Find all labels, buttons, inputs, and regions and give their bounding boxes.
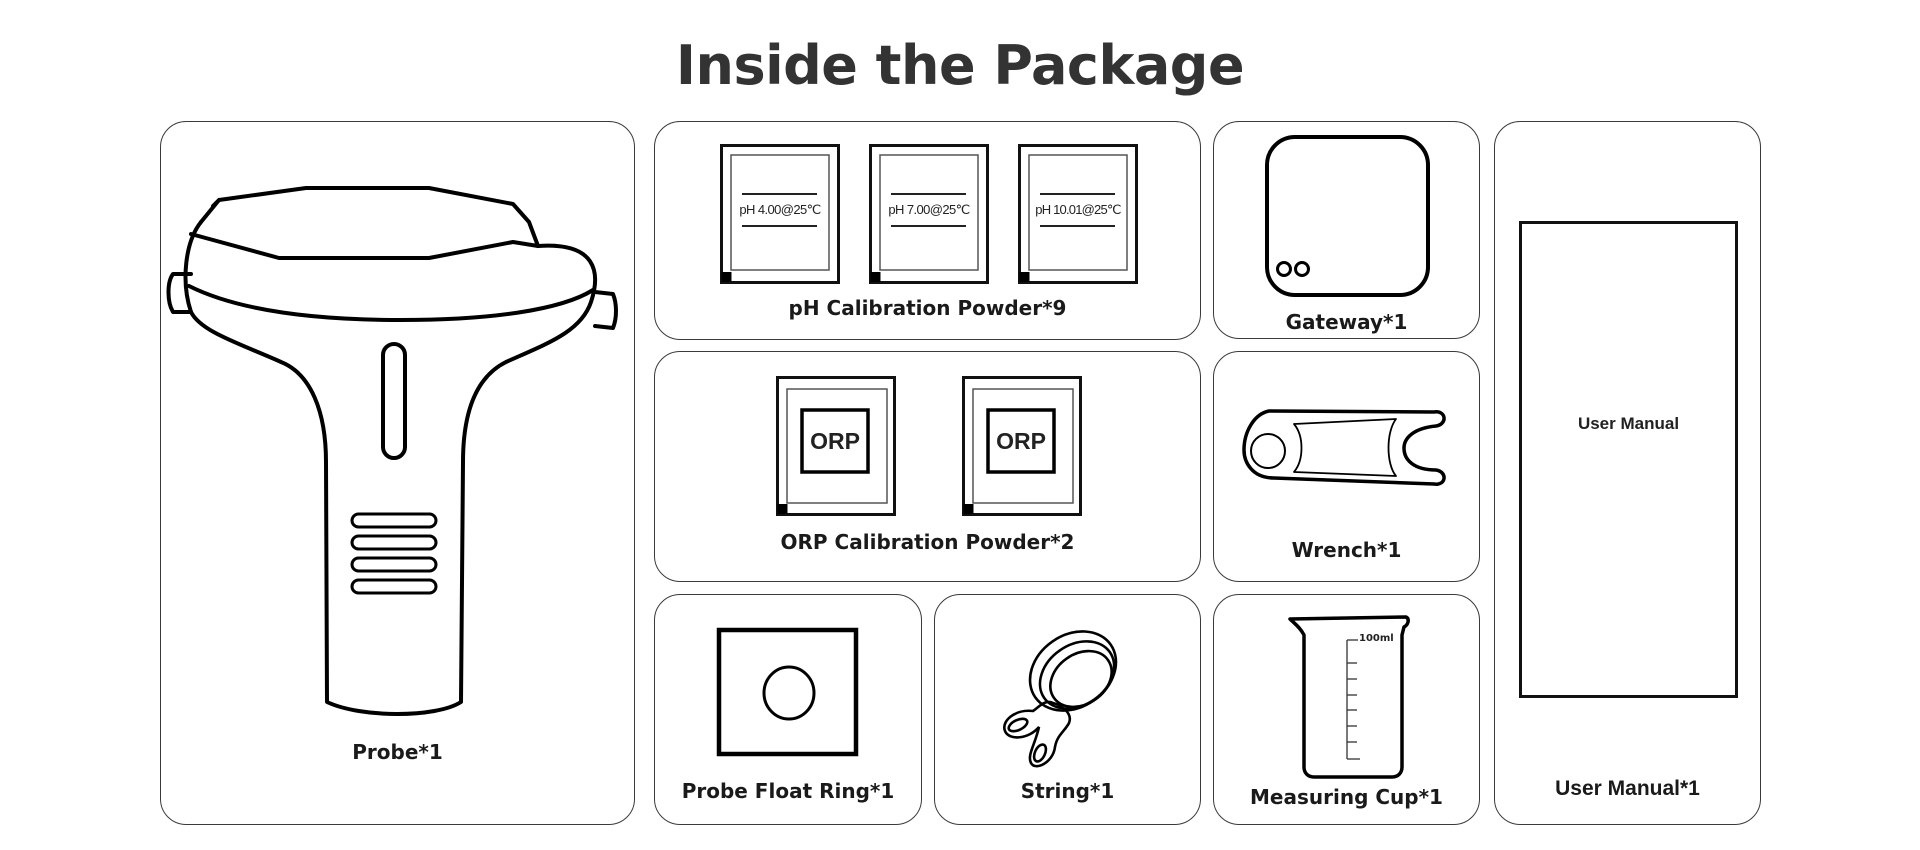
wrench-panel: Wrench*1 (1213, 351, 1480, 582)
ph-packet: pH 10.01@25℃ (1018, 144, 1138, 284)
user-manual-label: User Manual*1 (1555, 777, 1700, 800)
wrench-label: Wrench*1 (1291, 538, 1402, 562)
gateway-panel: Gateway*1 (1213, 121, 1480, 339)
user-manual-panel: User Manual User Manual*1 (1494, 121, 1761, 825)
gateway-icon (1265, 135, 1430, 297)
ph-powder-panel: pH 4.00@25℃ pH 7.00@25℃ pH 10.01@25℃ pH … (654, 121, 1201, 340)
cup-capacity-mark: 100ml (1359, 633, 1394, 644)
ph-packet: pH 4.00@25℃ (720, 144, 840, 284)
orp-packet: ORP (962, 376, 1082, 516)
packet-icon (869, 144, 989, 284)
orp-powder-label: ORP Calibration Powder*2 (780, 530, 1075, 554)
orp-powder-panel: ORP ORP ORP Calibration Powder*2 (654, 351, 1201, 582)
orp-packet-text: ORP (810, 428, 860, 454)
measuring-cup-label: Measuring Cup*1 (1250, 785, 1443, 809)
string-label: String*1 (1020, 779, 1115, 803)
float-ring-label: Probe Float Ring*1 (681, 779, 895, 803)
float-ring-panel: Probe Float Ring*1 (654, 594, 922, 825)
manual-cover: User Manual (1519, 221, 1738, 698)
measuring-cup-icon (1288, 615, 1410, 779)
ph-packet-text: pH 4.00@25℃ (739, 202, 821, 217)
packet-icon (776, 376, 896, 516)
packet-icon (720, 144, 840, 284)
orp-packet-text: ORP (996, 428, 1046, 454)
wrench-icon (1242, 409, 1446, 486)
page-title: Inside the Package (675, 34, 1245, 97)
float-ring-icon (716, 627, 859, 757)
packet-icon (1018, 144, 1138, 284)
ph-powder-label: pH Calibration Powder*9 (788, 296, 1067, 320)
probe-label: Probe*1 (352, 740, 443, 764)
string-icon (1003, 630, 1118, 768)
probe-panel: Probe*1 (160, 121, 635, 825)
ph-packet: pH 7.00@25℃ (869, 144, 989, 284)
manual-cover-text: User Manual (1577, 414, 1680, 433)
orp-packet: ORP (776, 376, 896, 516)
gateway-label: Gateway*1 (1285, 310, 1408, 334)
ph-packet-text: pH 7.00@25℃ (888, 202, 970, 217)
measuring-cup-panel: 100ml Measuring Cup*1 (1213, 594, 1480, 825)
ph-packet-text: pH 10.01@25℃ (1035, 202, 1121, 217)
string-panel: String*1 (934, 594, 1201, 825)
packet-icon (962, 376, 1082, 516)
probe-icon (166, 186, 618, 716)
